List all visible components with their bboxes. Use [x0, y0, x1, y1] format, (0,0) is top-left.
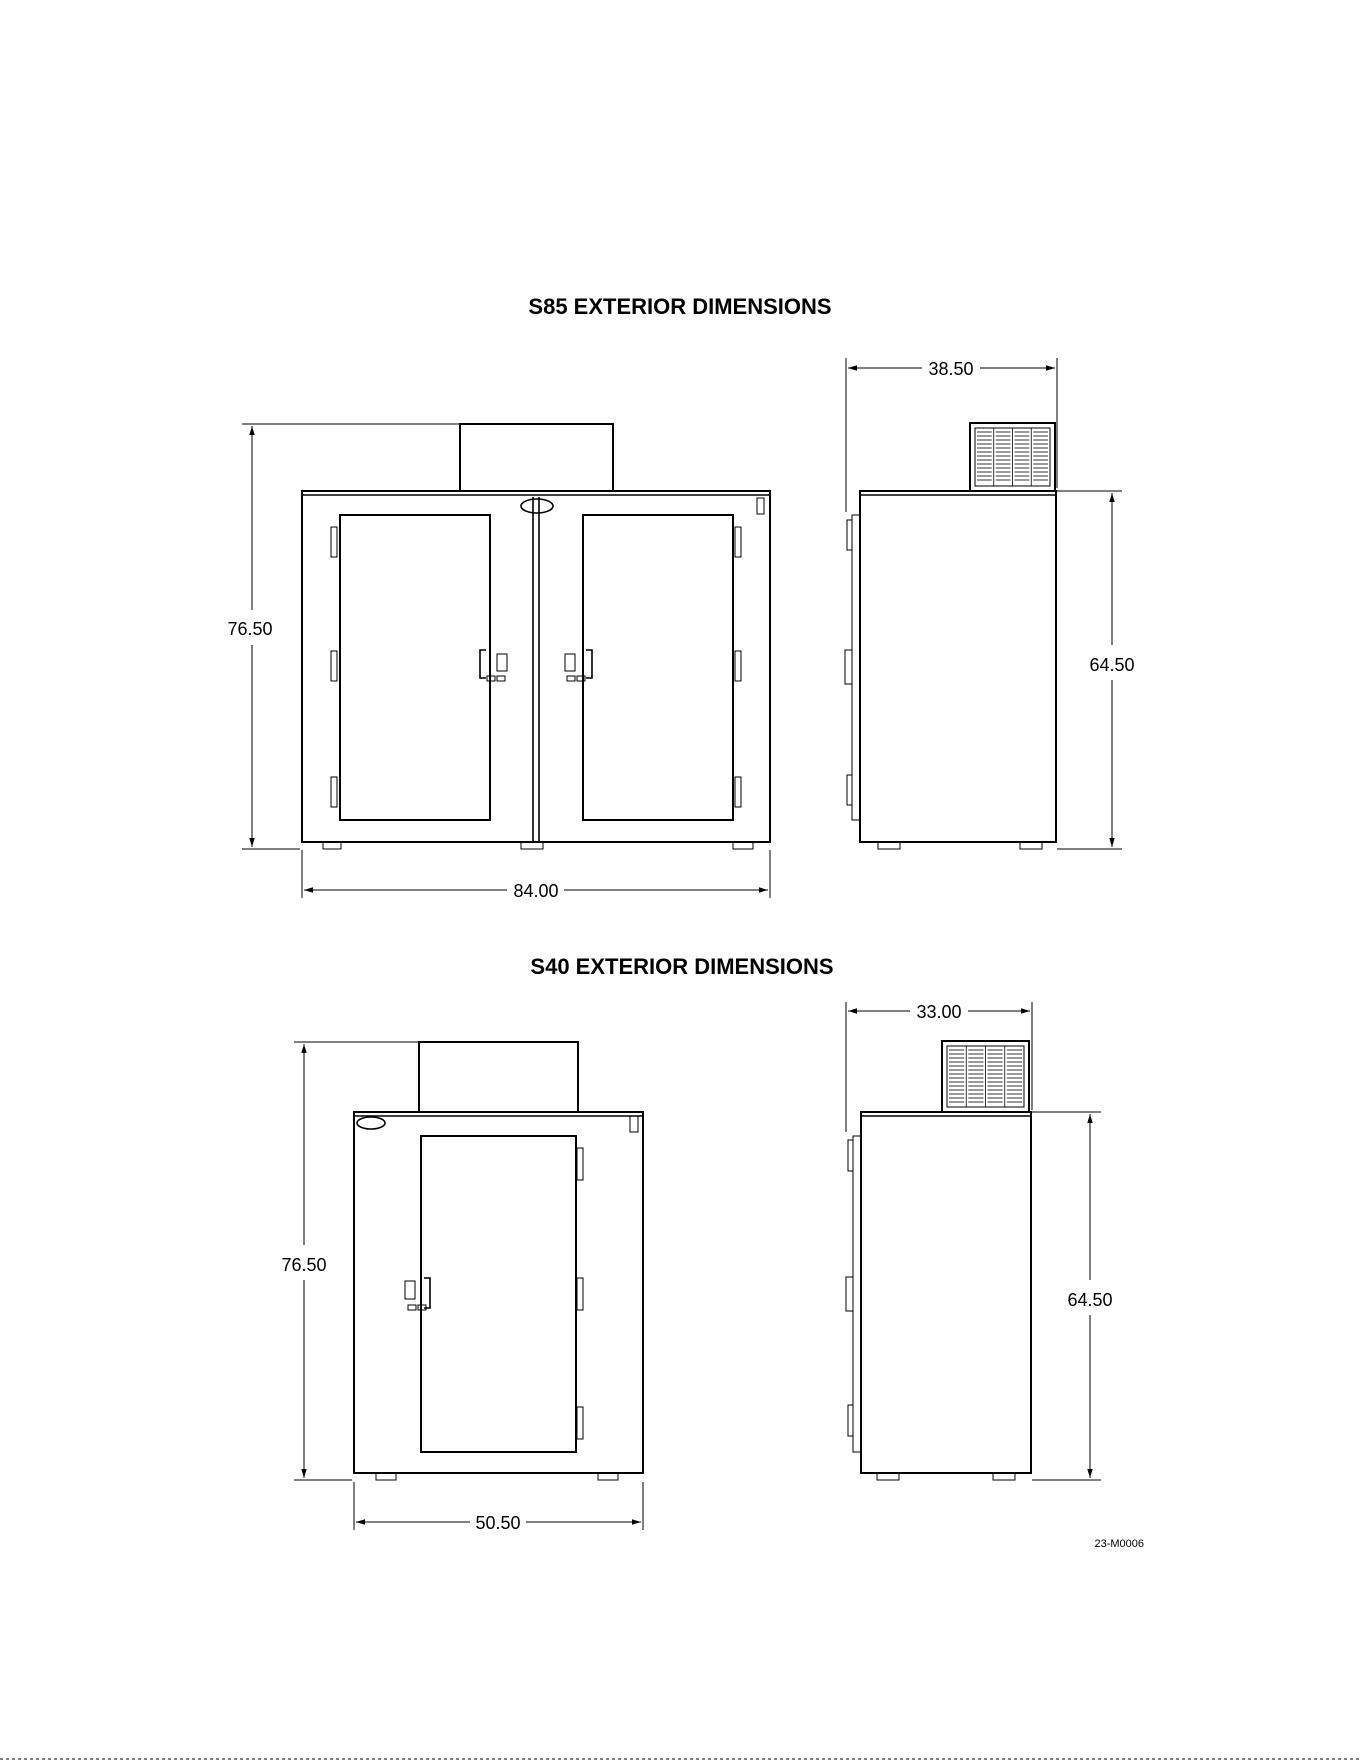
s40-title: S40 EXTERIOR DIMENSIONS: [530, 954, 833, 979]
s40-side-foot-right: [993, 1473, 1015, 1480]
s85-front-width-label: 84.00: [513, 881, 558, 901]
s40-side-depth-label: 33.00: [916, 1002, 961, 1022]
s85-title: S85 EXTERIOR DIMENSIONS: [528, 294, 831, 319]
drawing-number: 23-M0006: [1094, 1538, 1144, 1550]
s40-side-height-label: 64.50: [1067, 1290, 1112, 1310]
s40-door: [421, 1136, 576, 1452]
s85-side-foot-left: [878, 842, 900, 849]
s85-front-height-label: 76.50: [227, 619, 272, 639]
s85-left-door: [340, 515, 490, 820]
s40-front-foot-right: [598, 1473, 618, 1480]
s85-side-height-label: 64.50: [1089, 655, 1134, 675]
s85-right-door: [583, 515, 733, 820]
s85-front-foot-left: [323, 842, 341, 849]
s40-front-view: 76.50 50.50: [281, 1042, 643, 1533]
s85-side-foot-right: [1020, 842, 1042, 849]
s85-side-door-edge: [852, 515, 860, 820]
s85-condensing-unit: [460, 424, 613, 491]
s40-side-foot-left: [877, 1473, 899, 1480]
s85-front-view: 76.50 84.00: [227, 424, 770, 901]
s85-front-foot-right: [733, 842, 753, 849]
s85-side-view: 38.50 64.50: [845, 358, 1135, 849]
s85-side-depth-label: 38.50: [928, 359, 973, 379]
s40-front-foot-left: [376, 1473, 396, 1480]
s40-front-height-label: 76.50: [281, 1255, 326, 1275]
s40-front-width-label: 50.50: [475, 1513, 520, 1533]
s40-side-handle: [846, 1277, 853, 1311]
s85-side-handle: [845, 650, 852, 684]
s85-front-foot-center: [521, 842, 543, 849]
s40-side-view: 33.00 64.50: [846, 1002, 1113, 1480]
s40-side-cabinet: [861, 1112, 1031, 1473]
s40-side-door-edge: [853, 1136, 861, 1452]
s85-side-cabinet: [860, 491, 1056, 842]
s40-condensing-unit: [419, 1042, 578, 1112]
